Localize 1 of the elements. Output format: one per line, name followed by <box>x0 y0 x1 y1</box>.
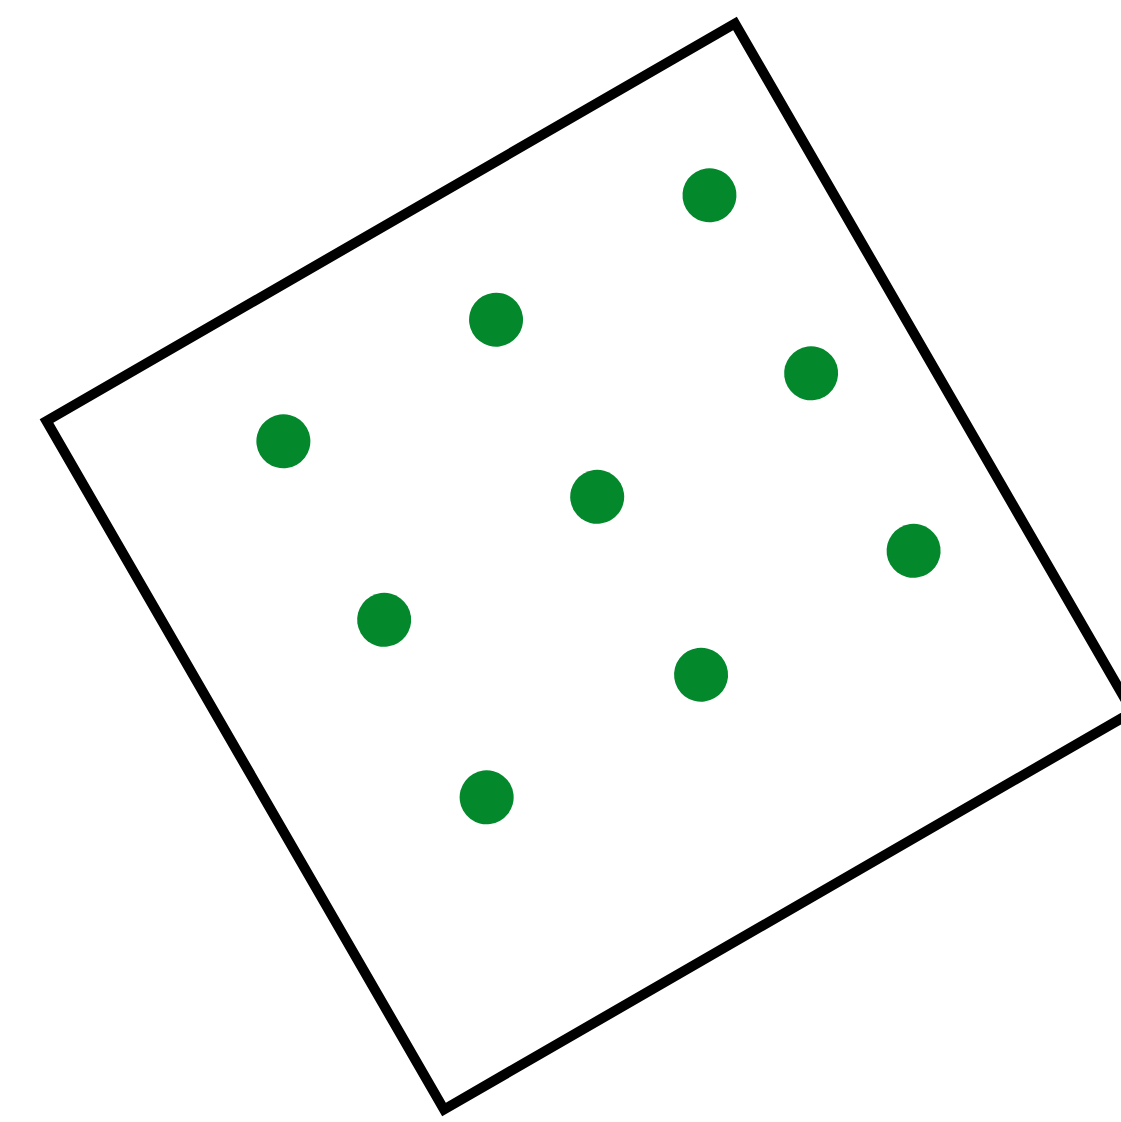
square-outline <box>39 16 1121 1116</box>
